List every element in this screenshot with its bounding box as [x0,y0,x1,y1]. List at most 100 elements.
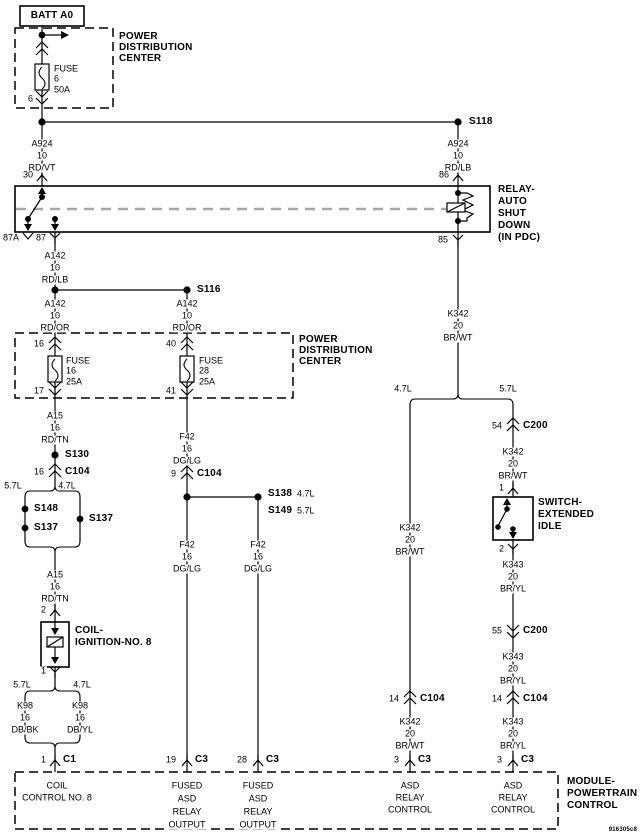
term-coil-1: COIL [45,780,69,791]
wire-f42c-2: 16 [251,551,265,562]
pin-41: 41 [164,385,177,396]
pin-17: 17 [32,385,45,396]
pin-85: 85 [436,234,449,245]
conn-c104-d: C104 [522,693,549,704]
pin-40: 40 [164,338,177,349]
switch-label-3: IDLE [537,521,563,532]
pin-switch-2: 2 [497,543,505,554]
wire-k343a-2: 20 [506,571,520,582]
wire-k343b-1: K343 [501,651,525,662]
wire-k343c-2: 20 [506,728,520,739]
wire-k342c-3: BR/WT [497,470,529,481]
wire-k98r-2: 16 [73,712,87,723]
term-fused1-2: ASD [176,793,198,804]
conn-c3-b: C3 [265,754,281,765]
pin-switch-1: 1 [497,482,505,493]
wire-a15a-3: RD/TN [40,434,70,445]
pdc1-label-1: POWER [118,31,159,42]
wire-a142a-1: A142 [43,250,67,261]
pin-c104-14l: 14 [387,693,400,704]
engine-57-b: 5.7L [12,679,32,690]
term-asd2-1: ASD [502,780,524,791]
pin-86: 86 [437,169,450,180]
inline-connector-icons [35,41,520,705]
pin-c104-9: 9 [169,468,177,479]
engine-split-braces [24,393,514,749]
wire-a924l-2: 10 [35,150,49,161]
wire-arrow-right [61,31,69,39]
wire-a15a-1: A15 [45,410,65,421]
wire-k342b-2: 20 [403,534,417,545]
wire-a924l-3: RD/VT [27,162,57,173]
pdc2-label-2: DISTRIBUTION [298,345,374,356]
relay-label-1: RELAY- [497,184,536,195]
wire-f42a-2: 16 [180,443,194,454]
fuse28-label-1: FUSE [198,355,225,366]
wire-a924r-3: RD/LB [443,162,473,173]
conn-c104-b: C104 [196,468,223,479]
splice-s137-a: S137 [33,522,60,533]
fuse-16-icon [47,355,63,383]
wire-f42b-3: DG/LG [171,563,203,574]
wire-a15b-3: RD/TN [40,593,70,604]
splice-s116: S116 [196,284,222,295]
wire-a142b-1: A142 [43,298,67,309]
fuse16-label-2: 16 [65,365,78,376]
engine-47-c: 4.7L [393,383,413,394]
term-fused1-1: FUSED [170,780,204,791]
pin-c104-14r: 14 [490,693,503,704]
relay-label-3: SHUT [497,208,528,219]
relay-label-4: DOWN [497,220,532,231]
pin-coil-2: 2 [39,604,47,615]
fuse6-label-2: 6 [53,73,61,84]
engine-47-b: 4.7L [72,679,92,690]
terminal-connector-icons [22,170,519,767]
coil-label-2: IGNITION-NO. 8 [74,637,153,648]
wire-k342a-1: K342 [446,308,470,319]
wire-a142c-3: RD/OR [171,322,203,333]
splice-s149-eng: 5.7L [296,505,316,516]
pin-16: 16 [32,338,45,349]
wire-k342d-3: BR/WT [394,740,426,751]
wire-k342d-2: 20 [403,728,417,739]
fuse6-label-3: 50A [53,84,72,95]
term-coil-2: CONTROL NO. 8 [21,792,93,803]
pdc-top-box [14,27,114,109]
pin-c3-3l: 3 [392,754,400,765]
wire-k342c-2: 20 [506,458,520,469]
fuse16-label-3: 25A [65,376,84,387]
term-asd1-2: RELAY [394,792,426,803]
wire-a15b-1: A15 [45,569,65,580]
pin-c200-54: 54 [490,420,503,431]
fuse28-label-2: 28 [198,365,211,376]
pin-c1-1: 1 [39,754,47,765]
term-fused2-3: RELAY [242,806,274,817]
switch-contact-icon [497,498,517,539]
wire-f42b-1: F42 [178,539,196,550]
wire-k342c-1: K342 [501,446,525,457]
wire-f42c-3: DG/LG [242,563,274,574]
battery-label: BATT A0 [29,10,75,21]
wire-a142c-2: 10 [180,310,194,321]
fuse16-label-1: FUSE [65,355,92,366]
splice-s137-b: S137 [88,513,115,524]
wire-k343a-3: BR/YL [498,583,528,594]
splice-s118: S118 [468,116,494,127]
fuse28-label-3: 25A [198,376,217,387]
splice-s130: S130 [64,449,91,460]
wire-a142b-3: RD/OR [39,322,71,333]
wire-f42a-1: F42 [178,431,196,442]
wire-k342b-3: BR/WT [394,546,426,557]
fuse-28-icon [179,355,195,383]
term-fused2-2: ASD [247,793,269,804]
switch-label-1: SWITCH- [537,497,584,508]
module-label-2: POWERTRAIN [566,788,639,799]
coil-label-1: COIL- [74,625,105,636]
wire-a142a-3: RD/LB [40,274,70,285]
ignition-coil-icon [46,622,64,664]
pdc2-label-1: POWER [298,334,339,345]
module-pcm-box [14,771,559,830]
wire-k98l-1: K98 [15,700,35,711]
relay-label-5: (IN PDC) [497,232,542,243]
